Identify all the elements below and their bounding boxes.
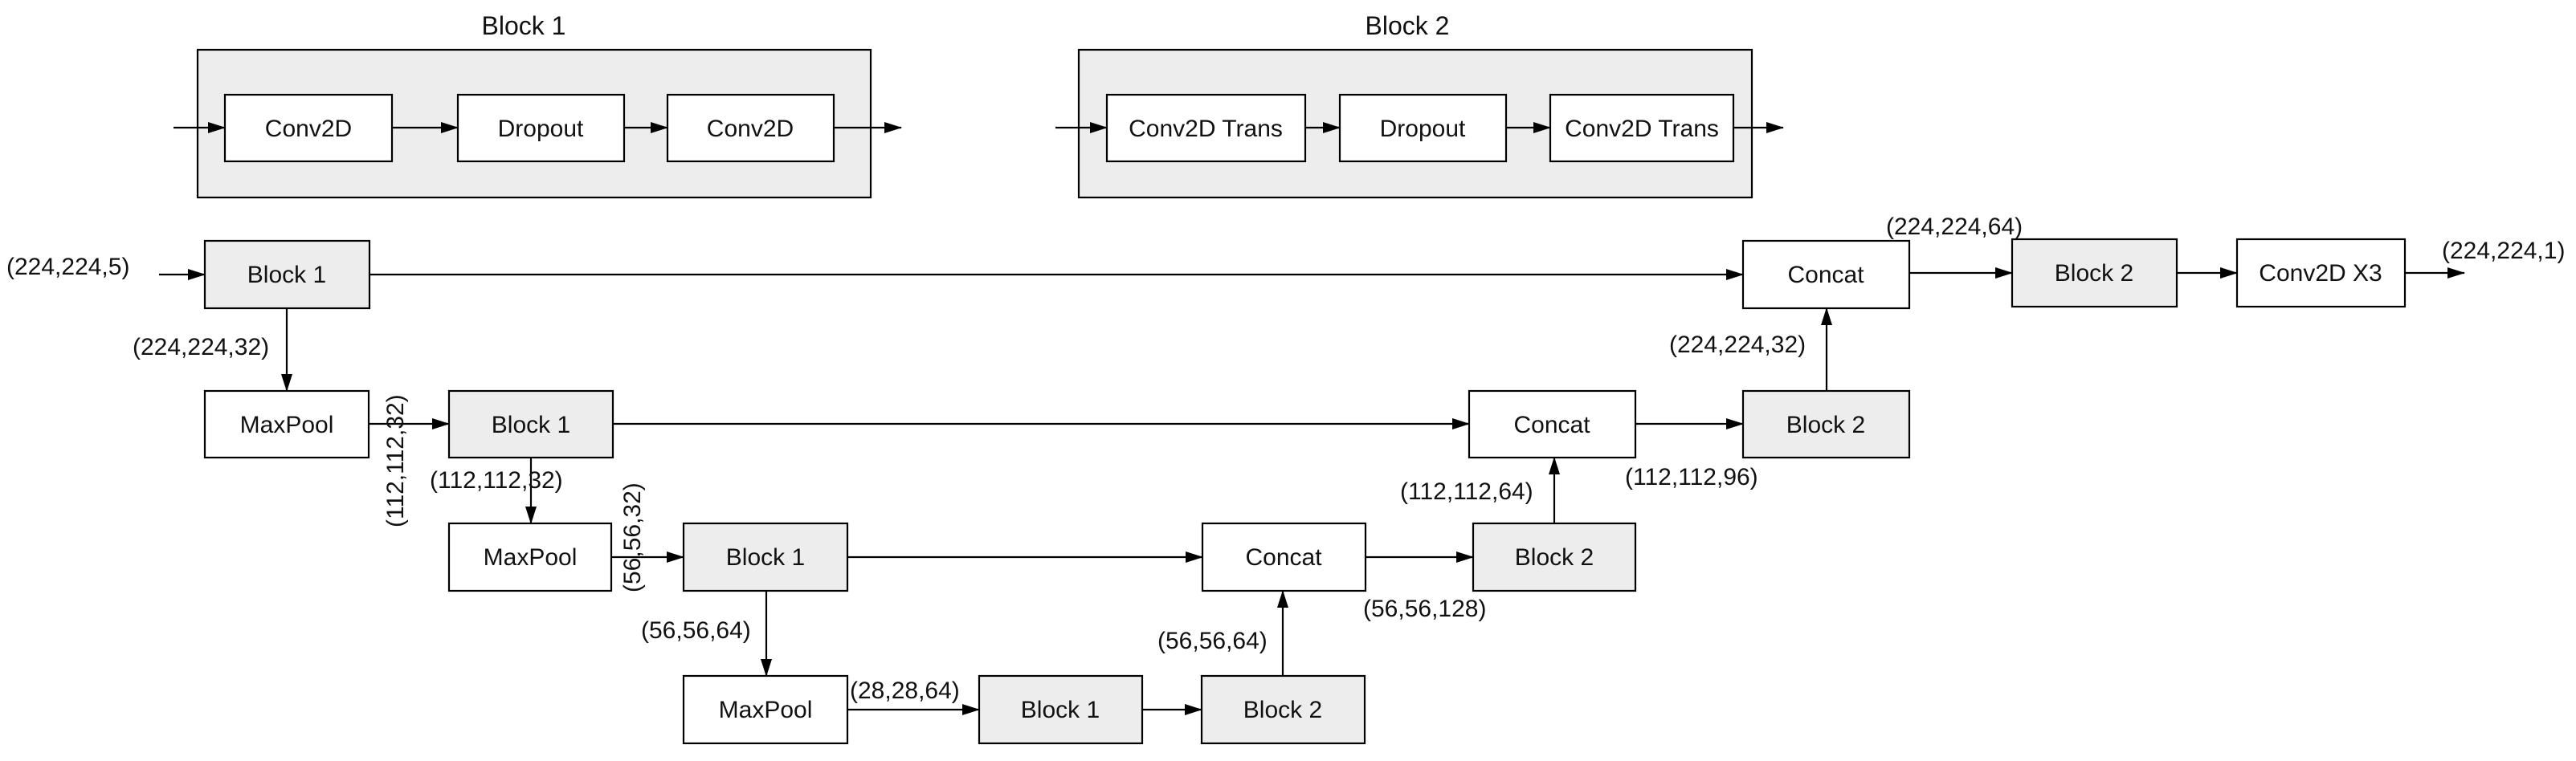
node-dec3	[1472, 522, 1637, 592]
node-enc1-label: Block 1	[247, 262, 326, 288]
shape-pool1-out: (112,112,32)	[382, 394, 409, 527]
legend-block1-conv2d-a	[223, 93, 394, 163]
node-enc2	[447, 389, 614, 459]
node-dec1-label: Block 2	[2055, 260, 2133, 287]
node-concat1-label: Concat	[1787, 262, 1864, 288]
legend-block1-conv2d-b-label: Conv2D	[707, 116, 794, 142]
node-dec1	[2011, 238, 2178, 308]
node-pool3	[682, 674, 849, 745]
node-enc1	[203, 239, 371, 310]
shape-dec4-out: (56,56,64)	[1157, 628, 1268, 654]
node-dec4	[1200, 674, 1366, 745]
node-enc2-label: Block 1	[492, 412, 570, 438]
legend-block2-title: Block 2	[1366, 11, 1450, 40]
network-edges	[159, 267, 2465, 715]
shape-concat3-out: (56,56,128)	[1363, 596, 1486, 622]
node-pool1-label: MaxPool	[240, 412, 334, 438]
node-final-label: Conv2D X3	[2259, 260, 2382, 287]
legend-block1: Block 1 Conv2D Dropout Conv2D	[174, 11, 902, 199]
node-pool2	[447, 522, 613, 592]
shape-annotations: (224,224,5) (224,224,1) (224,224,32) (11…	[6, 214, 2565, 704]
node-enc3-label: Block 1	[726, 544, 805, 571]
node-enc3	[682, 522, 849, 592]
node-concat1	[1741, 239, 1911, 310]
legend-block2-conv2dtrans-a-label: Conv2D Trans	[1129, 116, 1283, 142]
node-dec2-label: Block 2	[1786, 412, 1865, 438]
network-nodes: Block 1 MaxPool Block 1 MaxPool Block 1 …	[203, 238, 2407, 745]
node-dec2	[1741, 389, 1911, 459]
legend-block2-dropout-label: Dropout	[1380, 116, 1466, 142]
shape-pool2-out: (56,56,32)	[619, 482, 646, 592]
node-final	[2235, 238, 2407, 308]
shape-output: (224,224,1)	[2442, 238, 2565, 264]
node-enc4	[978, 674, 1144, 745]
legend-block1-title: Block 1	[482, 11, 566, 40]
node-dec4-label: Block 2	[1243, 697, 1322, 723]
node-concat3-label: Concat	[1245, 544, 1322, 571]
node-concat3	[1201, 522, 1367, 592]
shape-dec3-out: (112,112,64)	[1400, 478, 1533, 505]
node-pool1	[203, 389, 370, 459]
node-concat2	[1468, 389, 1637, 459]
legend-block1-dropout-label: Dropout	[498, 116, 584, 142]
node-enc4-label: Block 1	[1021, 697, 1100, 723]
node-dec3-label: Block 2	[1515, 544, 1594, 571]
shape-enc3-out: (56,56,64)	[641, 617, 751, 644]
shape-concat2-out: (112,112,96)	[1625, 464, 1758, 490]
shape-enc1-out: (224,224,32)	[133, 334, 269, 360]
shape-dec2-out: (224,224,32)	[1669, 332, 1806, 358]
shape-concat1-out: (224,224,64)	[1886, 214, 2023, 240]
legend-block1-dropout	[456, 93, 626, 163]
shape-input: (224,224,5)	[6, 254, 129, 280]
shape-pool3-out: (28,28,64)	[850, 678, 960, 704]
legend-block2: Block 2 Conv2D Trans Dropout Conv2D Tran…	[1055, 11, 1784, 199]
node-pool2-label: MaxPool	[484, 544, 578, 571]
node-concat2-label: Concat	[1513, 412, 1590, 438]
legend-block1-conv2d-a-label: Conv2D	[265, 116, 352, 142]
shape-enc2-out: (112,112,32)	[430, 467, 563, 494]
node-pool3-label: MaxPool	[719, 697, 813, 723]
legend-block2-conv2dtrans-b-label: Conv2D Trans	[1565, 116, 1719, 142]
